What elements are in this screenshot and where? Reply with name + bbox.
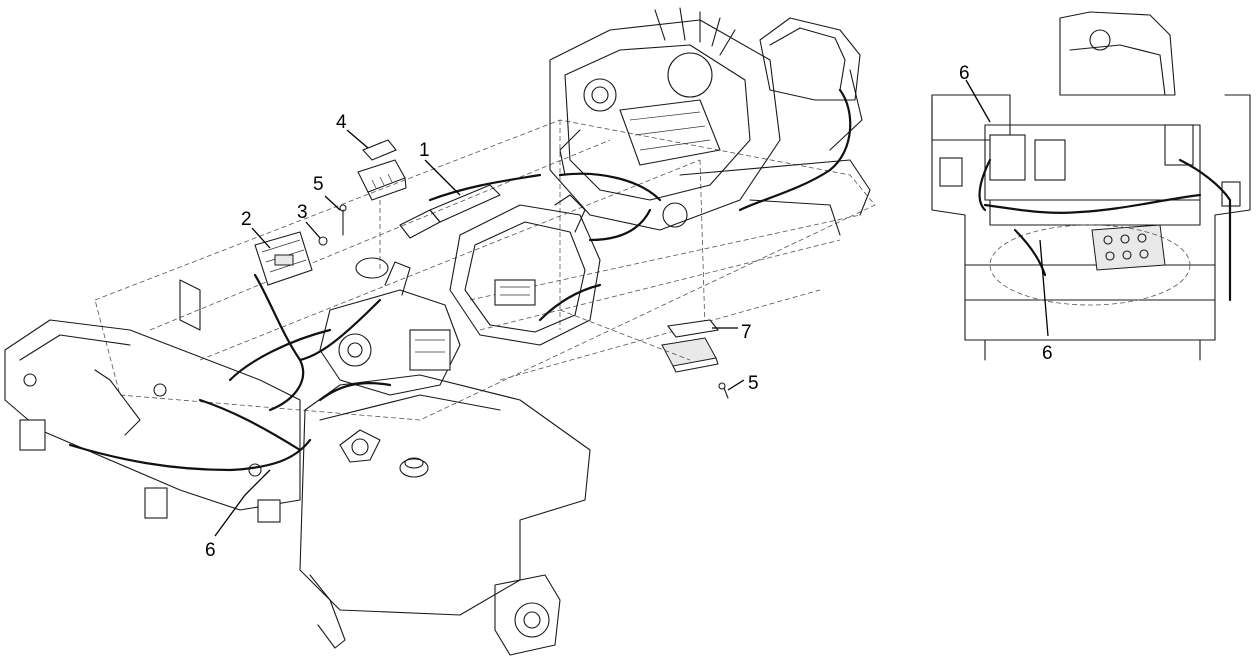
part-7-module: [559, 309, 720, 373]
inset-front-view: 6 6: [931, 11, 1251, 364]
front-frame: [4, 279, 301, 523]
part-3-bolt: [318, 236, 328, 246]
callout-4: 4: [336, 112, 347, 133]
wire-harness: [68, 88, 852, 472]
callout-1: 1: [419, 140, 430, 161]
engine-assembly: [549, 7, 781, 231]
callout-3: 3: [297, 202, 308, 223]
callout-6-main: 6: [205, 540, 216, 561]
main-assembly-view: 1 2 3 4 5 5 6 7: [4, 7, 876, 656]
callout-5-lower: 5: [748, 373, 759, 394]
part-5-screws: [339, 204, 729, 399]
fuel-tank: [299, 374, 591, 616]
callout-6-inset-lower: 6: [1042, 343, 1053, 364]
leader-lines: [214, 129, 745, 537]
callout-2: 2: [241, 209, 252, 230]
rear-wheel-motor: [309, 574, 561, 656]
part-2-controller: [254, 231, 313, 286]
transmission-housing: [449, 194, 601, 346]
hydraulic-pump: [319, 261, 461, 396]
part-1-bracket: [399, 184, 501, 239]
radiator-shroud: [759, 17, 863, 151]
part-4-cover: [355, 139, 407, 279]
callout-7: 7: [741, 322, 752, 343]
callout-5-upper: 5: [313, 174, 324, 195]
callout-6-inset-upper: 6: [959, 63, 970, 84]
